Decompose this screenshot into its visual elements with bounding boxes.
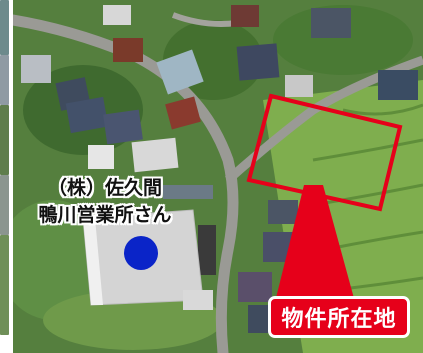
company-label: （株）佐久間 鴨川営業所さん bbox=[27, 175, 183, 229]
building-roof bbox=[65, 96, 109, 134]
terrace-edge bbox=[312, 138, 423, 162]
warehouse-side bbox=[83, 218, 103, 305]
aerial-photo-drawing bbox=[13, 0, 423, 353]
company-location-marker bbox=[124, 236, 158, 270]
property-location-label: 物件所在地 bbox=[268, 296, 410, 338]
building-roof bbox=[238, 272, 272, 302]
building-roof bbox=[231, 5, 259, 27]
strip-thumbnail-top bbox=[0, 0, 9, 55]
building-roof bbox=[378, 70, 418, 100]
building-roof bbox=[183, 290, 213, 310]
adjacent-photo-strip bbox=[0, 0, 13, 353]
strip-thumbnail-buildings bbox=[0, 55, 9, 105]
building-roof bbox=[113, 38, 143, 62]
strip-thumbnail-green bbox=[0, 105, 9, 175]
building-roof bbox=[103, 109, 143, 145]
company-label-line2: 鴨川営業所さん bbox=[38, 204, 172, 226]
aerial-photo bbox=[13, 0, 423, 353]
grass-area bbox=[43, 290, 223, 350]
building-roof bbox=[236, 43, 280, 81]
building-roof bbox=[156, 49, 204, 95]
building-roof bbox=[21, 55, 51, 83]
property-outline bbox=[246, 93, 403, 212]
building-roof bbox=[103, 5, 131, 25]
building-roof bbox=[131, 137, 179, 173]
terrace-edge bbox=[342, 103, 423, 116]
property-pointer bbox=[275, 185, 355, 302]
parking-lot bbox=[198, 225, 216, 275]
building-roof bbox=[285, 75, 313, 97]
strip-thumbnail-road bbox=[0, 175, 9, 235]
parked-trucks bbox=[163, 185, 213, 199]
main-road bbox=[13, 14, 239, 353]
building-roof bbox=[88, 145, 114, 169]
building-roof bbox=[165, 96, 201, 130]
building-roof bbox=[268, 200, 298, 224]
company-label-line1: （株）佐久間 bbox=[47, 177, 162, 199]
tree-cluster bbox=[273, 5, 413, 75]
building-roof bbox=[311, 8, 351, 38]
strip-thumbnail-field bbox=[0, 235, 9, 335]
